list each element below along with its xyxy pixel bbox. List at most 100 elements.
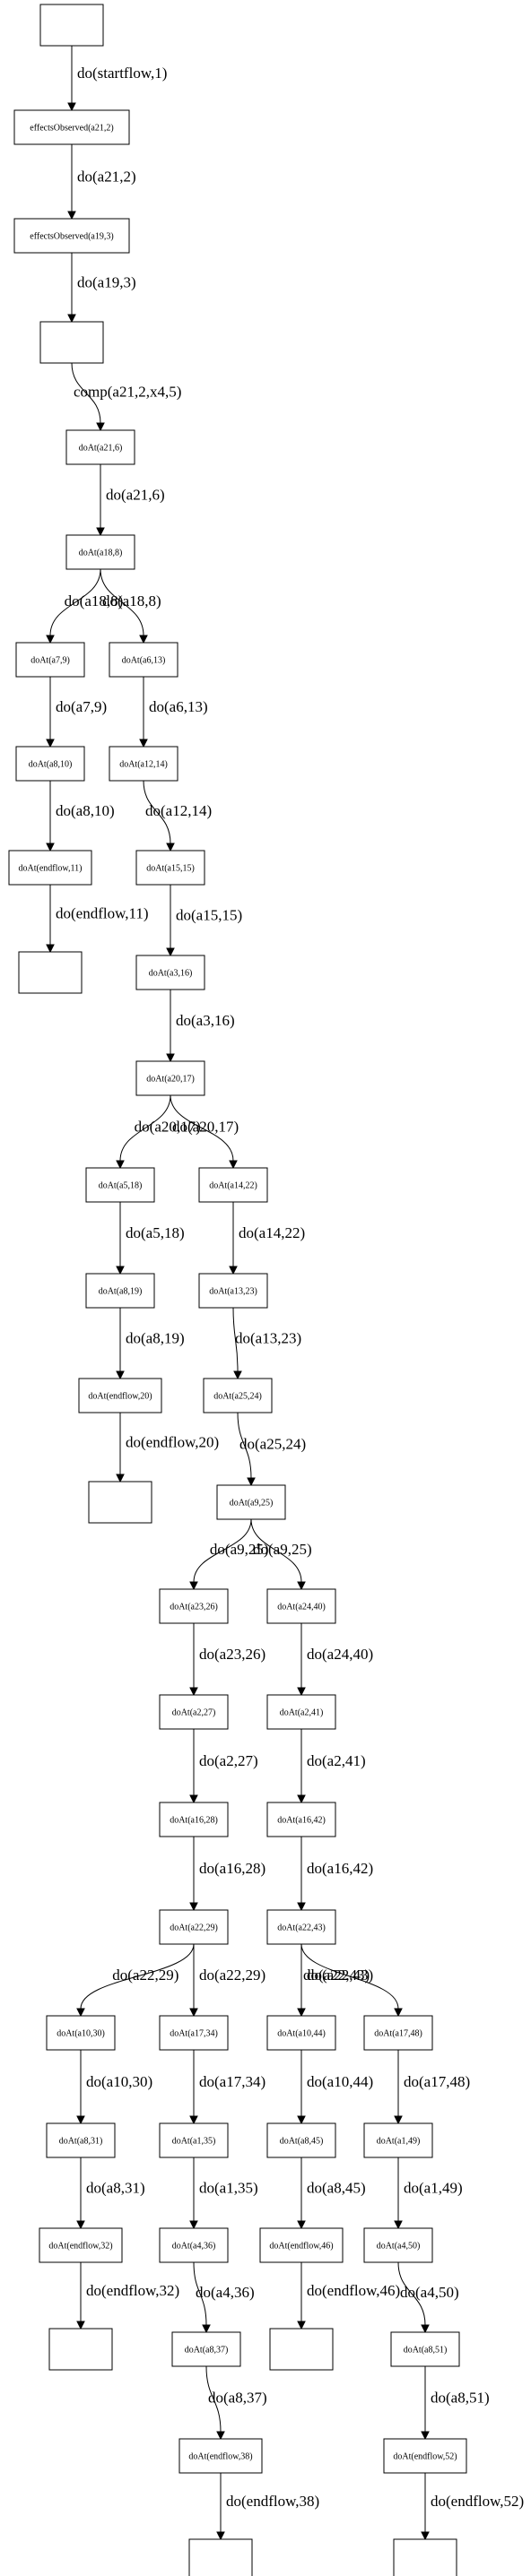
transition-edge: do(a25,24) (237, 1412, 306, 1487)
node-label: doAt(a8,45) (280, 2137, 324, 2147)
transition-edge: do(a2,41) (297, 1729, 366, 1804)
empty-state-node (188, 2538, 253, 2576)
transition-edge: do(a24,40) (297, 1623, 373, 1697)
arrowhead-icon (67, 102, 76, 112)
arrowhead-icon (189, 1687, 198, 1697)
arrowhead-icon (96, 527, 105, 537)
node-label: doAt(a22,43) (277, 1923, 326, 1933)
state-node-doat-a24-40: doAt(a24,40) (266, 1588, 336, 1624)
node-box (109, 642, 178, 678)
node-box (363, 2227, 433, 2263)
edge-label: do(a4,36) (196, 2284, 255, 2301)
arrowhead-icon (46, 843, 55, 852)
edge-label: do(a19,3) (77, 274, 136, 291)
transition-edge: do(a10,44) (297, 2050, 373, 2125)
node-box (13, 218, 130, 254)
node-box (13, 109, 130, 145)
transition-edge: do(a19,3) (67, 253, 136, 324)
arrowhead-icon (76, 2321, 85, 2330)
node-box (109, 746, 178, 782)
arrowhead-icon (189, 2008, 198, 2018)
node-box (259, 2227, 344, 2263)
node-box (198, 1273, 268, 1309)
transition-edge: do(a20,17) (116, 1094, 201, 1170)
edge-line (71, 362, 101, 424)
edge-label: do(a22,29) (199, 1967, 266, 1984)
node-box (159, 1588, 229, 1624)
edge-line (397, 2261, 426, 2326)
node-label: doAt(a5,18) (99, 1181, 143, 1191)
node-layer: effectsObserved(a21,2)effectsObserved(a1… (8, 4, 467, 2576)
node-label: doAt(a24,40) (277, 1603, 326, 1612)
state-node-doat-a4-36: doAt(a4,36) (159, 2227, 229, 2263)
arrowhead-icon (297, 1581, 306, 1591)
transition-edge: do(a7,9) (46, 677, 107, 748)
edge-line (170, 1094, 234, 1162)
edge-label: do(a18,8) (65, 592, 124, 609)
node-box (159, 2015, 229, 2051)
node-label: doAt(a14,22) (209, 1181, 257, 1191)
edge-label: do(endflow,20) (126, 1434, 219, 1451)
state-node-doat-a10-44: doAt(a10,44) (266, 2015, 336, 2051)
arrowhead-icon (229, 1160, 238, 1170)
arrowhead-icon (139, 739, 148, 748)
edge-label: do(a20,17) (172, 1119, 239, 1136)
node-box (48, 2328, 113, 2371)
edge-label: do(a25,24) (239, 1436, 306, 1453)
edge-label: do(a18,8) (102, 592, 161, 609)
edge-label: do(a8,45) (307, 2180, 366, 2197)
edge-label: do(a14,22) (239, 1224, 305, 1241)
node-box (390, 2331, 460, 2367)
node-label: doAt(endflow,38) (188, 2452, 252, 2462)
node-label: doAt(a15,15) (146, 864, 195, 874)
arrowhead-icon (297, 1687, 306, 1697)
transition-edge: do(a20,17) (170, 1094, 239, 1170)
node-label: doAt(a13,23) (209, 1287, 257, 1297)
node-box (135, 850, 205, 886)
arrowhead-icon (297, 1794, 306, 1804)
state-node-doat-a15-15: doAt(a15,15) (135, 850, 205, 886)
edge-label: do(a21,6) (106, 487, 165, 504)
node-label: doAt(a17,34) (170, 2029, 218, 2039)
node-box (39, 2227, 123, 2263)
transition-edge: do(endflow,11) (46, 885, 149, 954)
state-node-doat-a22-43: doAt(a22,43) (266, 1909, 336, 1945)
empty-state-node (269, 2328, 334, 2371)
state-node-doat-a8-10: doAt(a8,10) (15, 746, 85, 782)
state-node-doat-a25-24: doAt(a25,24) (203, 1378, 273, 1413)
node-box (266, 1909, 336, 1945)
arrowhead-icon (116, 1266, 125, 1275)
transition-edge: do(a21,6) (96, 464, 165, 537)
empty-state-node (393, 2538, 457, 2576)
arrowhead-icon (189, 2115, 198, 2125)
arrowhead-icon (96, 422, 105, 432)
transition-edge: do(a21,2) (67, 144, 136, 220)
node-box (65, 534, 135, 570)
arrowhead-icon (229, 1266, 238, 1275)
arrowhead-icon (394, 2115, 403, 2125)
node-label: doAt(a3,16) (149, 969, 193, 979)
state-node-doat-a8-19: doAt(a8,19) (85, 1273, 155, 1309)
node-box (171, 2331, 241, 2367)
arrowhead-icon (421, 2531, 430, 2541)
edge-label: do(a15,15) (176, 907, 242, 924)
state-node-doat-a2-41: doAt(a2,41) (266, 1694, 336, 1730)
arrowhead-icon (233, 1370, 242, 1380)
edge-label: do(a1,49) (404, 2180, 463, 2197)
transition-edge: comp(a21,2,x4,5) (71, 362, 181, 432)
edge-label: do(a16,42) (307, 1860, 373, 1877)
transition-edge: do(a18,8) (46, 568, 124, 644)
edge-line (300, 1943, 399, 2010)
node-label: doAt(a21,6) (79, 444, 123, 454)
node-box (203, 1378, 273, 1413)
edge-line (232, 1307, 239, 1372)
transition-edge: do(a16,28) (189, 1837, 266, 1912)
arrowhead-icon (297, 2008, 306, 2018)
node-box (46, 2122, 116, 2158)
transition-edge: do(a8,37) (205, 2365, 267, 2441)
node-label: doAt(a6,13) (122, 656, 166, 666)
transition-edge: do(a9,25) (189, 1518, 269, 1591)
edge-label: do(a4,50) (400, 2284, 459, 2301)
node-box (363, 2015, 433, 2051)
